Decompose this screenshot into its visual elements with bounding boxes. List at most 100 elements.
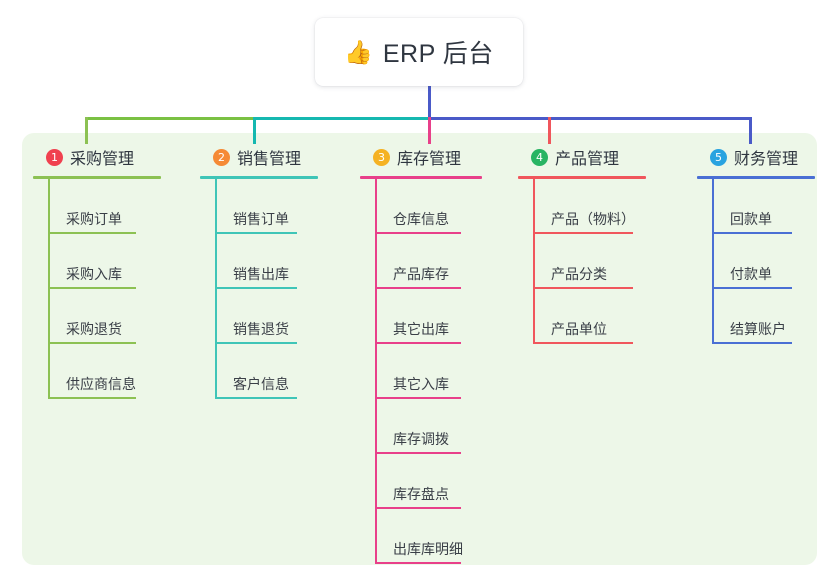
content-panel	[22, 133, 817, 565]
list-item-label: 其它出库	[393, 321, 449, 337]
list-item-label: 付款单	[730, 266, 772, 282]
root-node-title: ERP 后台	[382, 40, 494, 68]
list-item[interactable]: 仓库信息	[360, 179, 482, 234]
drop-connector-col3	[428, 117, 431, 144]
column-header-2[interactable]: 2 销售管理	[200, 144, 318, 170]
column-item-list-1: 采购订单采购入库采购退货供应商信息	[33, 179, 161, 399]
drop-connector-col4	[548, 117, 551, 144]
list-item[interactable]: 库存调拨	[360, 399, 482, 454]
list-item[interactable]: 回款单	[697, 179, 815, 234]
list-item[interactable]: 销售退货	[200, 289, 318, 344]
list-item-rule	[533, 232, 633, 234]
list-item-rule	[48, 287, 136, 289]
column-badge-1: 1	[46, 148, 63, 166]
list-item[interactable]: 出库库明细	[360, 509, 482, 564]
list-item-rule	[712, 287, 792, 289]
list-item-rule	[712, 342, 792, 344]
list-item[interactable]: 其它出库	[360, 289, 482, 344]
list-item[interactable]: 产品库存	[360, 234, 482, 289]
list-item[interactable]: 销售订单	[200, 179, 318, 234]
column-采购管理: 1 采购管理采购订单采购入库采购退货供应商信息	[33, 144, 161, 399]
list-item-rule	[375, 342, 461, 344]
column-badge-3: 3	[373, 148, 390, 166]
list-item-label: 销售订单	[233, 211, 289, 227]
horizontal-bar-green	[85, 117, 255, 120]
list-item-rule	[375, 287, 461, 289]
list-item[interactable]: 库存盘点	[360, 454, 482, 509]
list-item-label: 产品（物料）	[551, 211, 635, 227]
list-item-label: 销售出库	[233, 266, 289, 282]
column-spine-3	[375, 179, 377, 564]
list-item-label: 采购入库	[66, 266, 122, 282]
list-item-label: 产品单位	[551, 321, 607, 337]
thumbs-up-icon: 👍	[344, 38, 373, 65]
column-title-3: 库存管理	[397, 151, 462, 168]
list-item[interactable]: 其它入库	[360, 344, 482, 399]
list-item[interactable]: 付款单	[697, 234, 815, 289]
list-item[interactable]: 采购退货	[33, 289, 161, 344]
list-item-label: 采购退货	[66, 321, 122, 337]
column-title-1: 采购管理	[70, 151, 135, 168]
list-item-label: 销售退货	[233, 321, 289, 337]
column-item-list-3: 仓库信息产品库存其它出库其它入库库存调拨库存盘点出库库明细	[360, 179, 482, 564]
list-item[interactable]: 产品（物料）	[518, 179, 646, 234]
list-item[interactable]: 采购入库	[33, 234, 161, 289]
list-item-label: 库存调拨	[393, 431, 449, 447]
list-item[interactable]: 产品单位	[518, 289, 646, 344]
list-item-label: 采购订单	[66, 211, 122, 227]
list-item-label: 产品库存	[393, 266, 449, 282]
column-spine-2	[215, 179, 217, 399]
column-header-rule-5	[697, 176, 815, 179]
column-title-4: 产品管理	[555, 151, 620, 168]
list-item-rule	[533, 342, 633, 344]
list-item[interactable]: 产品分类	[518, 234, 646, 289]
list-item-rule	[533, 287, 633, 289]
list-item-rule	[375, 397, 461, 399]
column-header-rule-4	[518, 176, 646, 179]
list-item-label: 供应商信息	[66, 376, 136, 392]
column-header-rule-3	[360, 176, 482, 179]
list-item[interactable]: 销售出库	[200, 234, 318, 289]
list-item-label: 结算账户	[730, 321, 786, 337]
list-item-rule	[215, 232, 297, 234]
column-badge-2: 2	[213, 148, 230, 166]
list-item-rule	[375, 232, 461, 234]
list-item-rule	[215, 397, 297, 399]
trunk-connector	[428, 86, 431, 119]
column-title-2: 销售管理	[237, 151, 302, 168]
column-销售管理: 2 销售管理销售订单销售出库销售退货客户信息	[200, 144, 318, 399]
list-item[interactable]: 结算账户	[697, 289, 815, 344]
list-item-rule	[48, 232, 136, 234]
column-badge-5: 5	[710, 148, 727, 166]
column-header-4[interactable]: 4 产品管理	[518, 144, 646, 170]
list-item[interactable]: 供应商信息	[33, 344, 161, 399]
list-item[interactable]: 客户信息	[200, 344, 318, 399]
column-header-1[interactable]: 1 采购管理	[33, 144, 161, 170]
column-产品管理: 4 产品管理产品（物料） 产品分类产品单位	[518, 144, 646, 344]
column-spine-1	[48, 179, 50, 399]
root-node-card[interactable]: 👍 ERP 后台	[315, 18, 523, 86]
column-库存管理: 3 库存管理仓库信息产品库存其它出库其它入库库存调拨库存盘点出库库明细	[360, 144, 482, 564]
list-item-label: 回款单	[730, 211, 772, 227]
list-item-label: 客户信息	[233, 376, 289, 392]
list-item-rule	[48, 342, 136, 344]
column-badge-4: 4	[531, 148, 548, 166]
list-item-label: 其它入库	[393, 376, 449, 392]
horizontal-bar-teal	[253, 117, 430, 120]
list-item-label: 出库库明细	[393, 541, 463, 557]
list-item-label: 产品分类	[551, 266, 607, 282]
drop-connector-col5	[749, 117, 752, 144]
list-item-rule	[712, 232, 792, 234]
column-item-list-5: 回款单付款单结算账户	[697, 179, 815, 344]
column-spine-5	[712, 179, 714, 344]
list-item[interactable]: 采购订单	[33, 179, 161, 234]
drop-connector-col2	[253, 117, 256, 144]
column-item-list-2: 销售订单销售出库销售退货客户信息	[200, 179, 318, 399]
list-item-rule	[375, 507, 461, 509]
column-header-3[interactable]: 3 库存管理	[360, 144, 482, 170]
list-item-rule	[48, 397, 136, 399]
list-item-rule	[375, 452, 461, 454]
